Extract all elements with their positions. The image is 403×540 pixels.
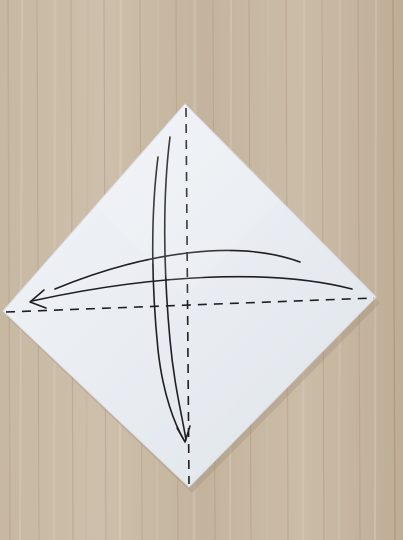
photo-canvas [0, 0, 403, 540]
origami-photo [0, 0, 403, 540]
